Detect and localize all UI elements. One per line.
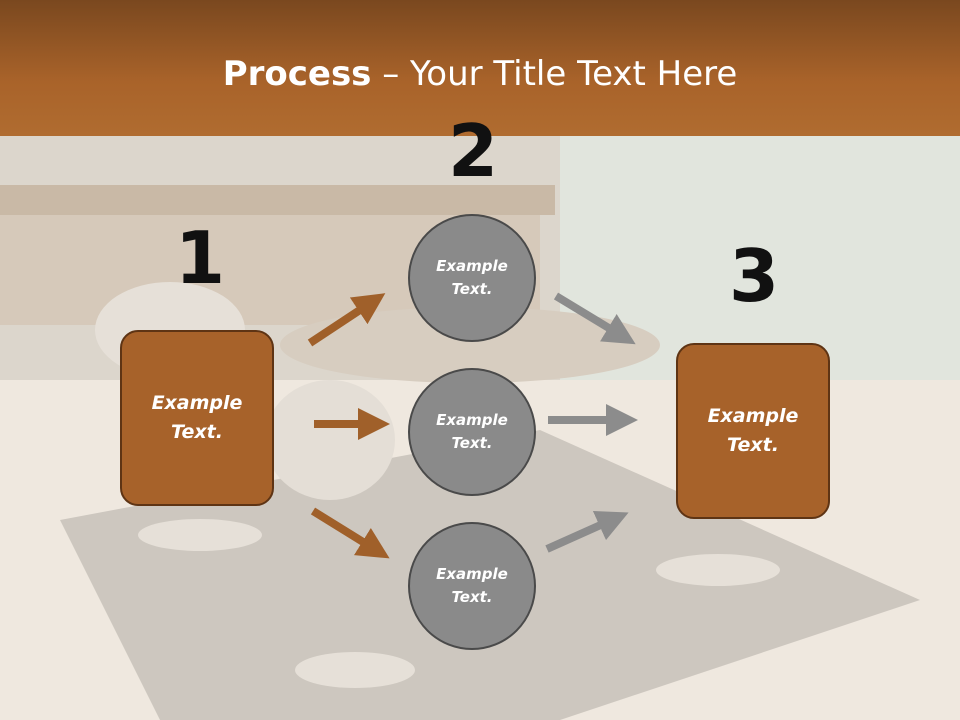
box-text-line: Text. [171,421,223,443]
circle-text-line: Text. [451,434,493,452]
slide-title: Process – Your Title Text Here [0,52,960,96]
step-number-1: 1 [174,216,226,300]
process-circle-bottom: Example Text. [408,522,536,650]
process-circle-middle: Example Text. [408,368,536,496]
circle-text-line: Example [436,411,508,429]
process-circle-top: Example Text. [408,214,536,342]
circle-text-line: Example [436,565,508,583]
process-box-right: Example Text. [676,343,830,519]
circle-text-line: Text. [451,280,493,298]
step-number-3: 3 [728,234,780,318]
title-bold: Process [222,54,372,94]
process-box-left: Example Text. [120,330,274,506]
box-text-line: Example [707,405,799,427]
box-text-line: Text. [727,434,779,456]
header-band [0,0,960,136]
step-number-2: 2 [447,109,499,193]
circle-text-line: Example [436,257,508,275]
box-text-line: Example [151,392,243,414]
title-rest: – Your Title Text Here [371,54,738,94]
circle-text-line: Text. [451,588,493,606]
